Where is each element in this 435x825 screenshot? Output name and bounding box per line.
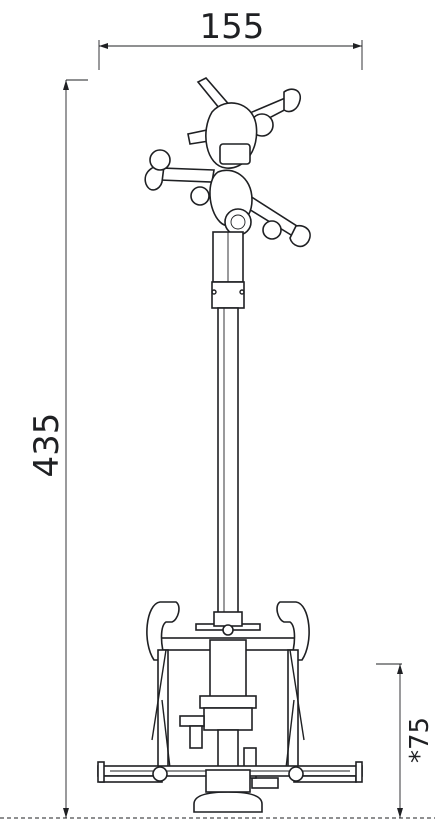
base-height-label: *75 xyxy=(405,717,435,763)
tablet-holder xyxy=(144,77,311,248)
base-height-dimension: *75 xyxy=(376,663,435,818)
height-dimension: 435 xyxy=(27,79,88,818)
mast-collar xyxy=(195,611,261,636)
lower-housing xyxy=(179,639,279,789)
mast xyxy=(211,231,245,614)
width-label: 155 xyxy=(200,7,265,47)
base-platform xyxy=(97,761,363,813)
width-dimension: 155 xyxy=(98,7,363,70)
height-label: 435 xyxy=(27,413,67,478)
